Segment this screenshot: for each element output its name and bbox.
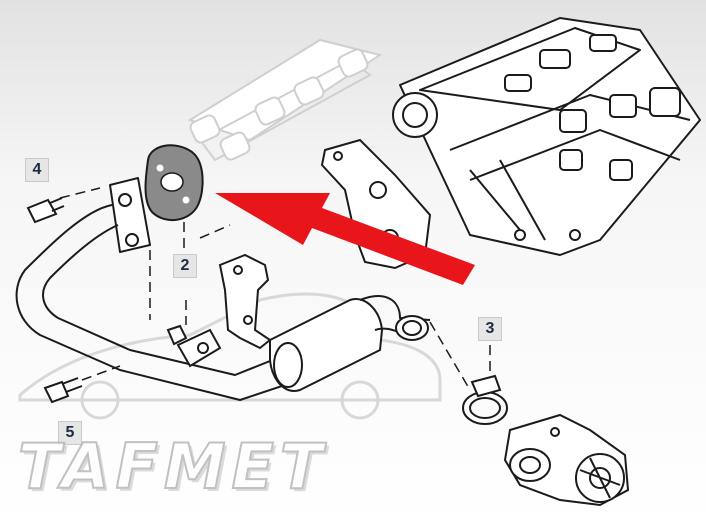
- callout-part-2: 2: [173, 254, 197, 278]
- callout-part-5: 5: [58, 421, 82, 445]
- intake-manifold: [187, 38, 383, 162]
- bolt-part-5: [43, 377, 83, 404]
- egr-pipe: [15, 177, 431, 401]
- flange-gasket: [144, 144, 204, 221]
- callout-part-4: 4: [25, 158, 49, 182]
- hose-clamp: [462, 374, 508, 425]
- egr-valve: [503, 413, 630, 507]
- cylinder-head: [392, 17, 701, 256]
- bolt-part-4: [26, 197, 65, 224]
- leader-lines: [59, 187, 491, 391]
- watermark-logo: TAFMET: [17, 429, 329, 504]
- red-arrow-indicator: [215, 193, 475, 285]
- car-silhouette-watermark: [18, 292, 442, 420]
- nut-part-2: [166, 324, 188, 346]
- callout-part-3: 3: [478, 317, 502, 341]
- pipe-bracket: [176, 253, 272, 368]
